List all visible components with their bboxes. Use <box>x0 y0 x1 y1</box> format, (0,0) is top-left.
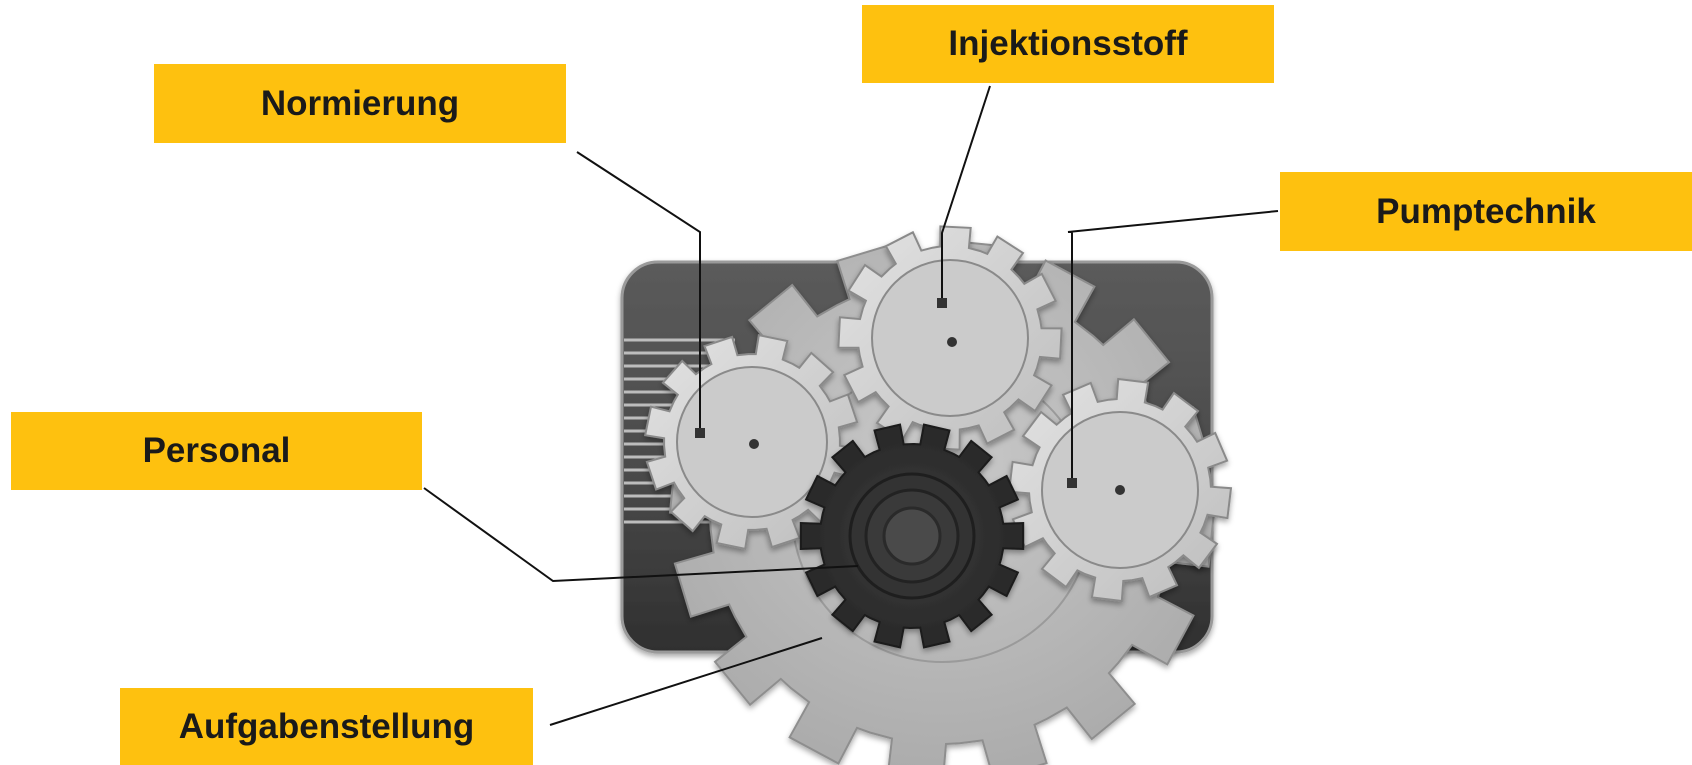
label-pumptechnik: Pumptechnik <box>1280 172 1692 251</box>
right-gear-hub <box>1115 485 1125 495</box>
marker-injektionsstoff <box>937 298 947 308</box>
leader-line-personal <box>423 487 859 583</box>
dark-gear-hub <box>882 506 942 566</box>
leader-line-pumptechnik <box>1067 210 1279 482</box>
leader-line-aufgabenstellung <box>549 637 823 726</box>
leader-line-normierung <box>576 151 701 433</box>
label-injektionsstoff: Injektionsstoff <box>862 5 1274 83</box>
leader-lines <box>423 85 1279 726</box>
left-gear-hub <box>749 439 759 449</box>
leader-markers <box>695 298 1077 488</box>
gears-group <box>644 225 1233 765</box>
label-aufgabenstellung: Aufgabenstellung <box>120 688 533 765</box>
marker-normierung <box>695 428 705 438</box>
marker-pumptechnik <box>1067 478 1077 488</box>
leader-line-injektionsstoff <box>941 85 991 300</box>
top-gear-hub <box>947 337 957 347</box>
label-personal: Personal <box>11 412 422 490</box>
label-normierung: Normierung <box>154 64 566 143</box>
